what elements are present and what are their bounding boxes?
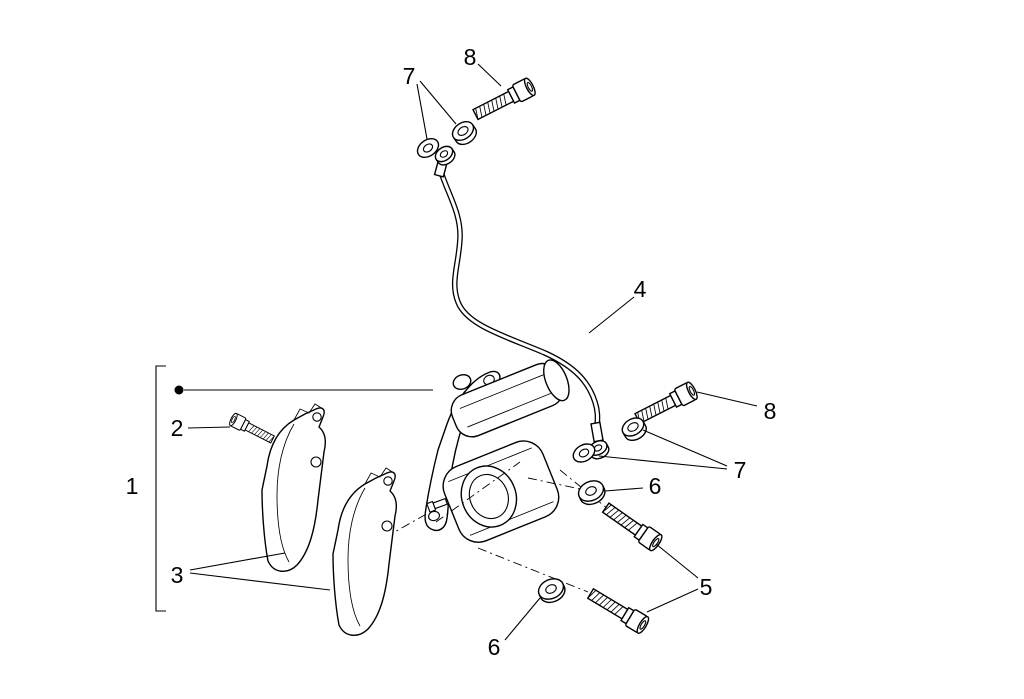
hose-bottom-crimp-fitting — [590, 421, 604, 443]
caliper-bolt-upper — [599, 499, 665, 554]
caliper-body — [426, 359, 570, 543]
callout-1: 1 — [126, 473, 139, 499]
banjo-bolt-top — [470, 76, 538, 124]
callout-6-upper: 6 — [649, 473, 662, 499]
bleed-screw — [426, 497, 448, 513]
callout-6-lower: 6 — [488, 634, 501, 660]
caliper-pin-boss — [452, 373, 472, 391]
callout-labels: 7 8 4 8 7 6 5 6 2 1 3 — [126, 44, 777, 660]
assembly-reference-bracket — [155, 365, 433, 612]
callout-8-right: 8 — [764, 398, 777, 424]
brake-pad-left — [261, 403, 327, 572]
callout-5: 5 — [700, 574, 713, 600]
pad-screw — [227, 411, 277, 447]
callout-7-right: 7 — [734, 457, 747, 483]
brake-hose — [431, 142, 613, 463]
pad-spring-clip-left — [293, 403, 324, 421]
callout-8-top: 8 — [464, 44, 477, 70]
banjo-bolt-right — [632, 380, 700, 428]
callout-2: 2 — [171, 415, 184, 441]
callout-7-top: 7 — [403, 63, 416, 89]
leader-lines — [187, 63, 758, 641]
brake-pad-right — [332, 467, 398, 636]
callout-3: 3 — [171, 562, 184, 588]
pad-spring-clip-right — [364, 467, 395, 485]
sealing-washer-top-right — [448, 117, 481, 149]
mount-washer-lower — [534, 574, 569, 607]
mount-washer-upper — [574, 476, 609, 509]
assembly-reference-dot — [174, 385, 184, 395]
caliper-bolt-lower — [584, 584, 652, 636]
callout-4: 4 — [634, 276, 647, 302]
